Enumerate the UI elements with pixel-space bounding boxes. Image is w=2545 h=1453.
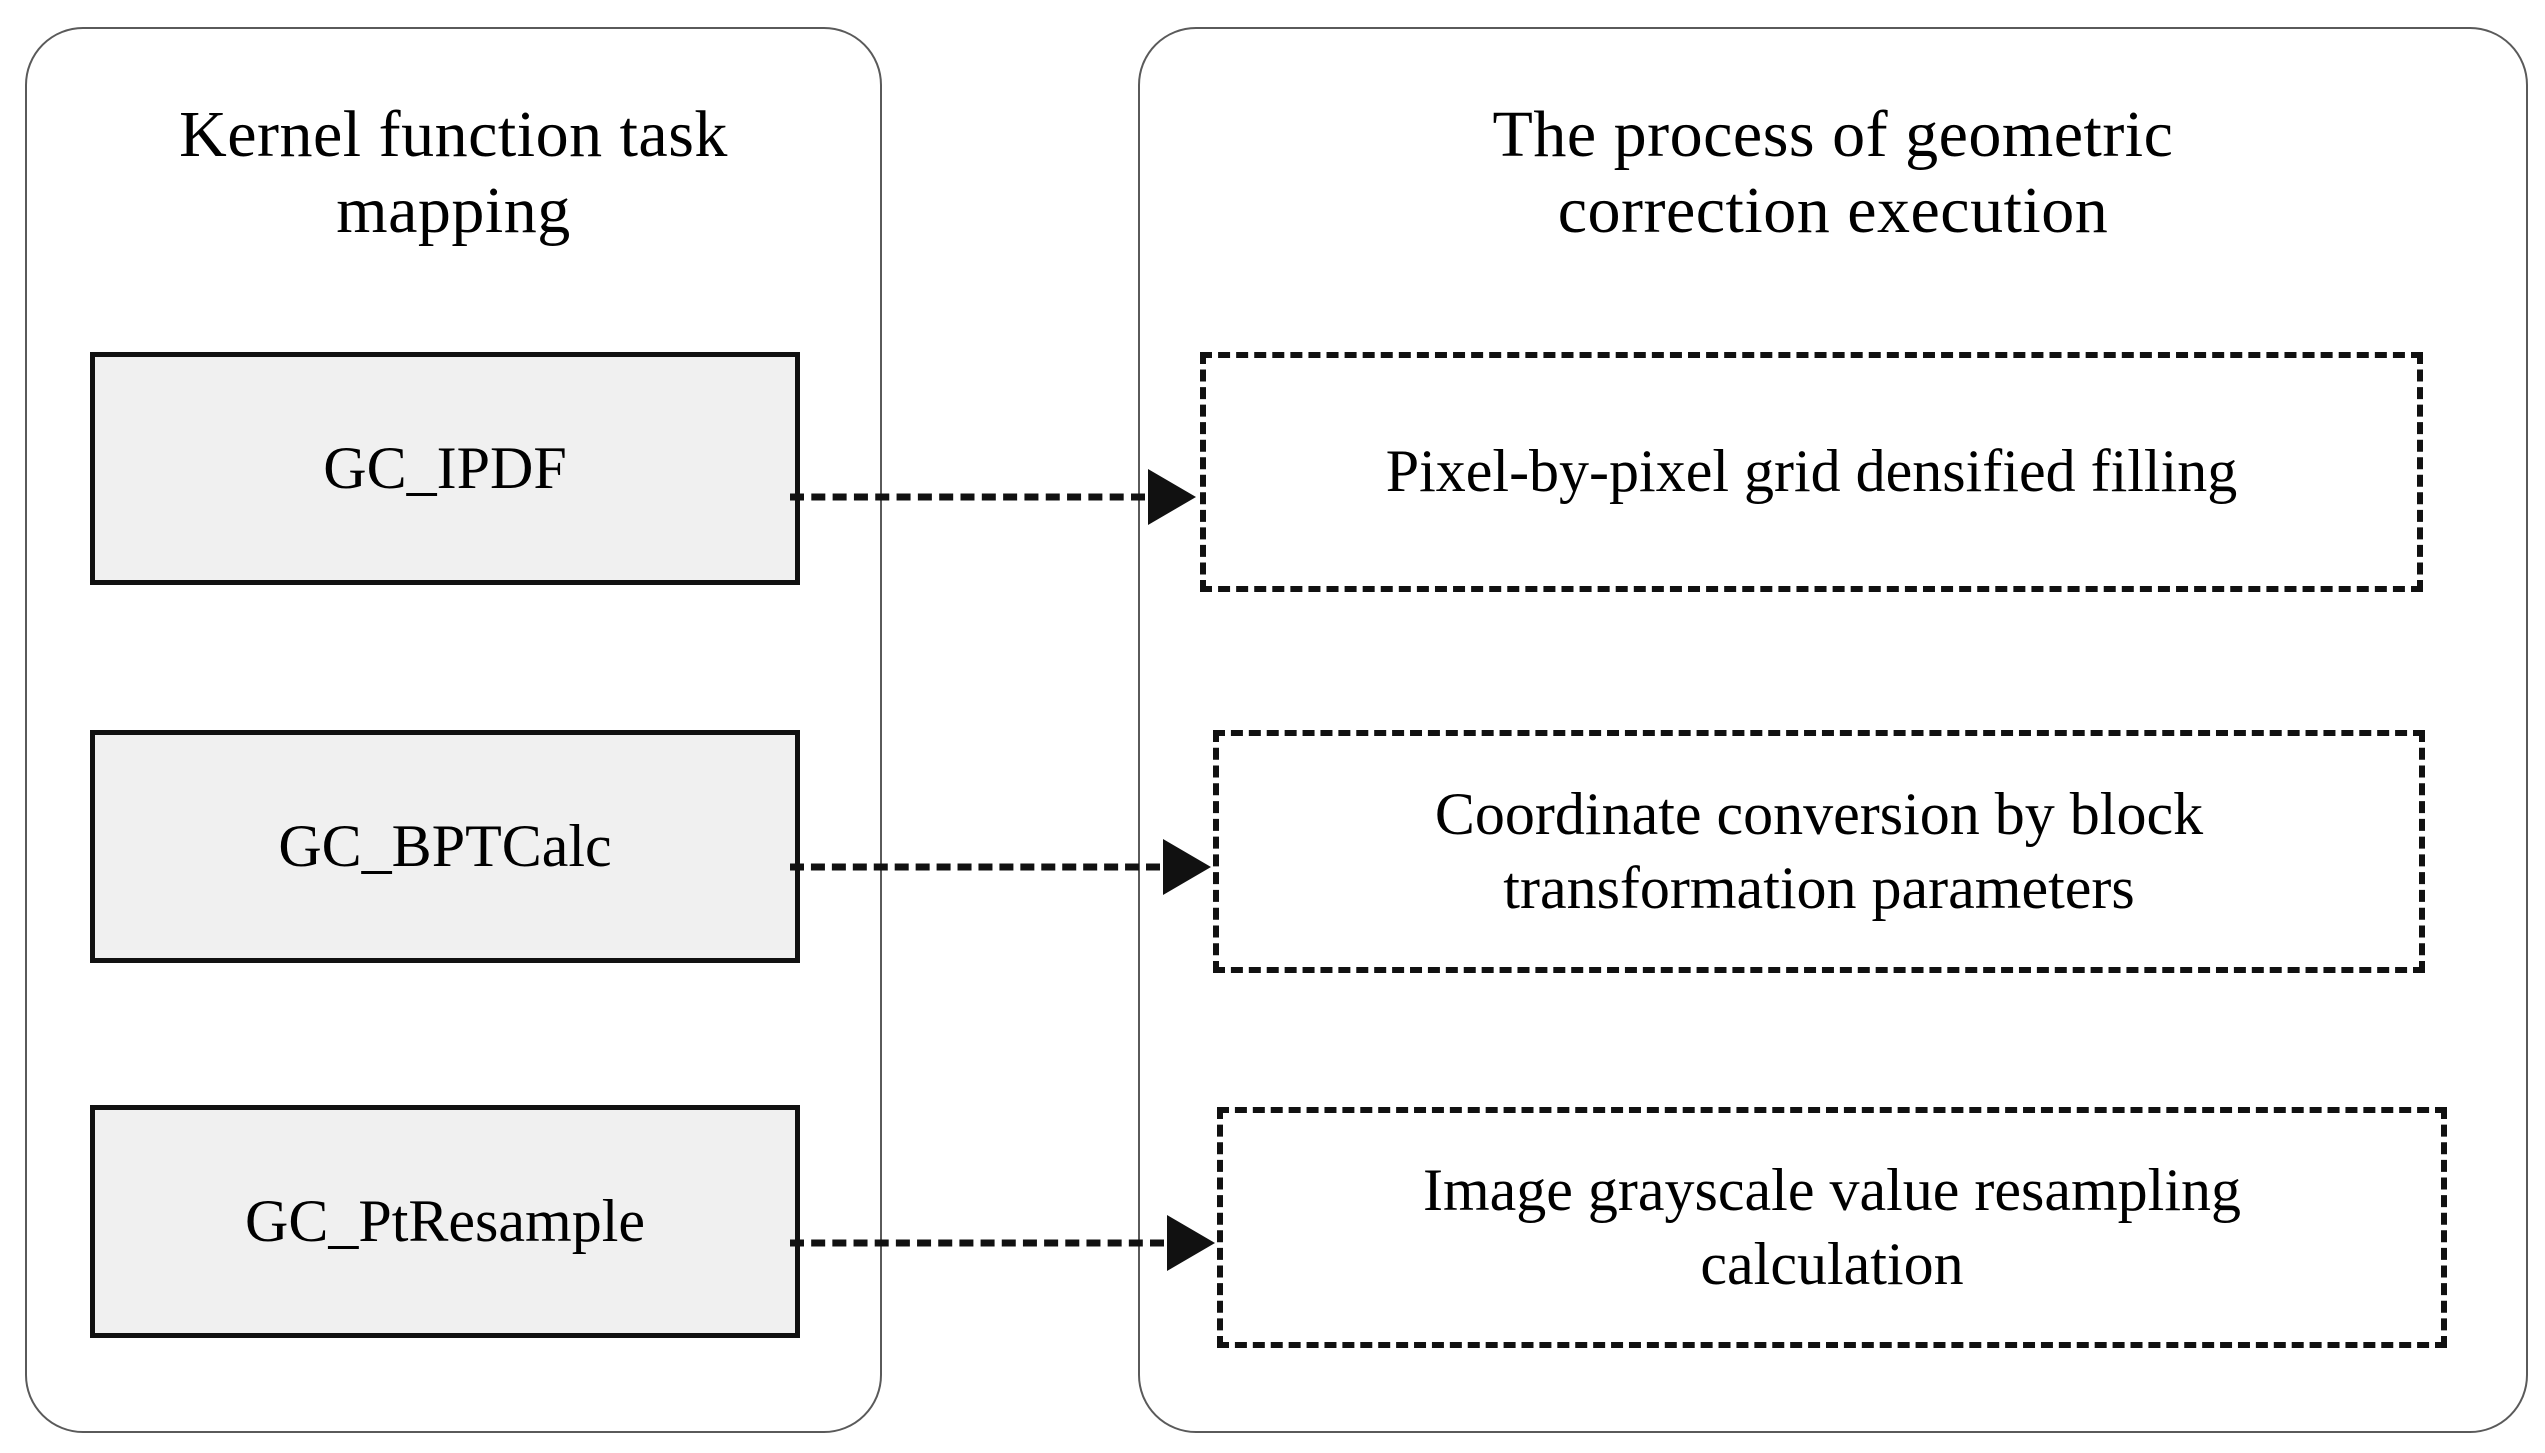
panel-geometric-correction-title: The process of geometric correction exec…	[1492, 98, 2174, 247]
process-box-grayscale-resampling-label: Image grayscale value resampling calcula…	[1423, 1157, 2241, 1297]
process-box-grayscale-resampling[interactable]: Image grayscale value resampling calcula…	[1217, 1107, 2447, 1348]
process-box-coordinate-conversion[interactable]: Coordinate conversion by block transform…	[1213, 730, 2425, 973]
process-box-pixel-grid-filling-label: Pixel-by-pixel grid densified filling	[1385, 438, 2238, 505]
kernel-box-gc-ipdf-label: GC_IPDF	[323, 435, 567, 502]
kernel-box-gc-ipdf[interactable]: GC_IPDF	[90, 352, 800, 585]
kernel-box-gc-bptcalc[interactable]: GC_BPTCalc	[90, 730, 800, 963]
process-box-coordinate-conversion-label: Coordinate conversion by block transform…	[1434, 781, 2204, 921]
process-box-pixel-grid-filling[interactable]: Pixel-by-pixel grid densified filling	[1200, 352, 2423, 592]
panel-kernel-mapping-title: Kernel function task mapping	[179, 98, 728, 247]
kernel-box-gc-bptcalc-label: GC_BPTCalc	[278, 813, 612, 880]
kernel-box-gc-ptresample[interactable]: GC_PtResample	[90, 1105, 800, 1338]
kernel-box-gc-ptresample-label: GC_PtResample	[245, 1188, 645, 1255]
